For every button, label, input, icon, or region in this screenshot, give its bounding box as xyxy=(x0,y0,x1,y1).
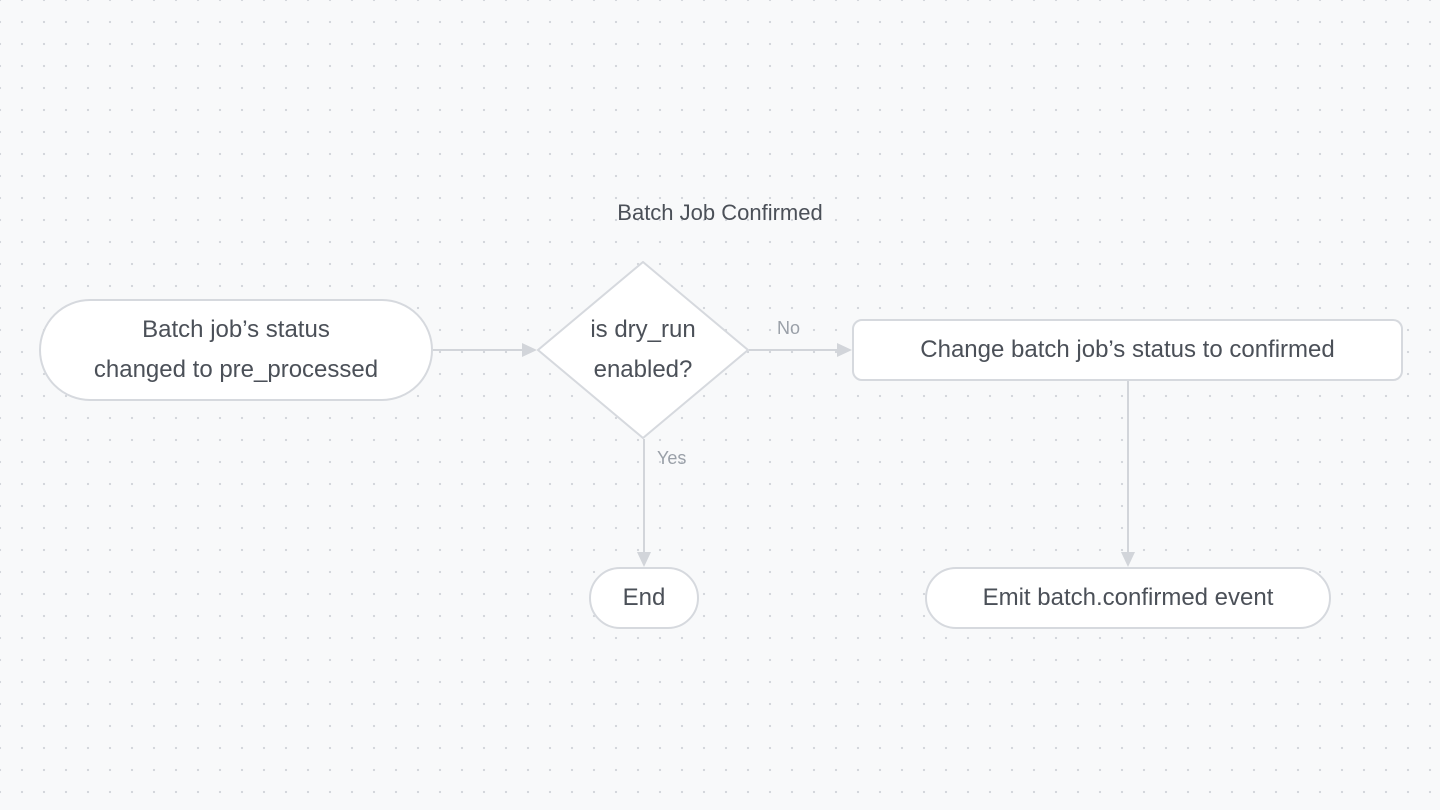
node-decision-text: is dry_run enabled? xyxy=(537,261,749,439)
edge-label-no: No xyxy=(777,318,801,338)
node-start[interactable]: Batch job’s status changed to pre_proces… xyxy=(39,299,433,401)
arrow-start-to-decision xyxy=(522,343,537,357)
edge-label-yes: Yes xyxy=(657,448,687,468)
arrow-change-to-emit xyxy=(1121,552,1135,567)
node-emit-event[interactable]: Emit batch.confirmed event xyxy=(925,567,1331,629)
node-start-line-1: Batch job’s status xyxy=(142,316,330,343)
diagram-title: Batch Job Confirmed xyxy=(617,200,823,225)
node-end[interactable]: End xyxy=(589,567,699,629)
node-decision-line-1: is dry_run xyxy=(590,316,696,343)
node-change-status[interactable]: Change batch job’s status to confirmed xyxy=(852,319,1403,381)
arrow-decision-to-end xyxy=(637,552,651,567)
arrow-decision-to-change xyxy=(837,343,852,357)
decision-diamond-shape xyxy=(537,261,749,439)
node-end-label: End xyxy=(622,584,666,611)
node-start-text: Batch job’s status changed to pre_proces… xyxy=(94,310,378,390)
node-decision-line-2: enabled? xyxy=(593,356,693,383)
node-start-line-2: changed to pre_processed xyxy=(93,356,379,383)
node-emit-event-label: Emit batch.confirmed event xyxy=(982,584,1274,611)
node-change-status-label: Change batch job’s status to confirmed xyxy=(920,336,1335,363)
node-decision[interactable]: is dry_run enabled? xyxy=(537,261,749,439)
